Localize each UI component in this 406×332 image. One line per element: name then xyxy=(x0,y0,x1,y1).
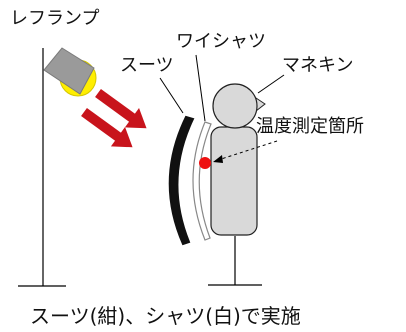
label-pointers xyxy=(159,54,285,122)
radiation-arrow-2 xyxy=(81,107,133,148)
lamp-stand xyxy=(18,48,66,287)
measure-point-label: 温度測定箇所 xyxy=(256,116,364,137)
mannequin-body xyxy=(210,126,258,236)
radiation-arrows xyxy=(81,88,147,148)
mannequin-label: マネキン xyxy=(282,55,354,76)
mannequin-pointer xyxy=(257,74,285,94)
lamp-label: レフランプ xyxy=(10,8,100,29)
caption: スーツ(紺)、シャツ(白)で実施 xyxy=(30,304,301,328)
lamp xyxy=(43,47,97,97)
shirt-label: ワイシャツ xyxy=(176,31,266,52)
mannequin-head xyxy=(212,83,258,129)
mannequin xyxy=(208,83,266,286)
suit-label: スーツ xyxy=(120,55,174,76)
measure-point-dot xyxy=(199,157,211,169)
shirt-shape xyxy=(192,121,212,241)
shirt-pointer xyxy=(195,54,206,122)
suit-pointer xyxy=(159,77,184,114)
measure-pointer xyxy=(214,140,278,162)
radiation-arrow-1 xyxy=(95,88,147,129)
measure-pointer-head xyxy=(213,155,223,163)
lamp-shade-icon xyxy=(43,47,95,95)
suit-shape xyxy=(168,115,195,246)
